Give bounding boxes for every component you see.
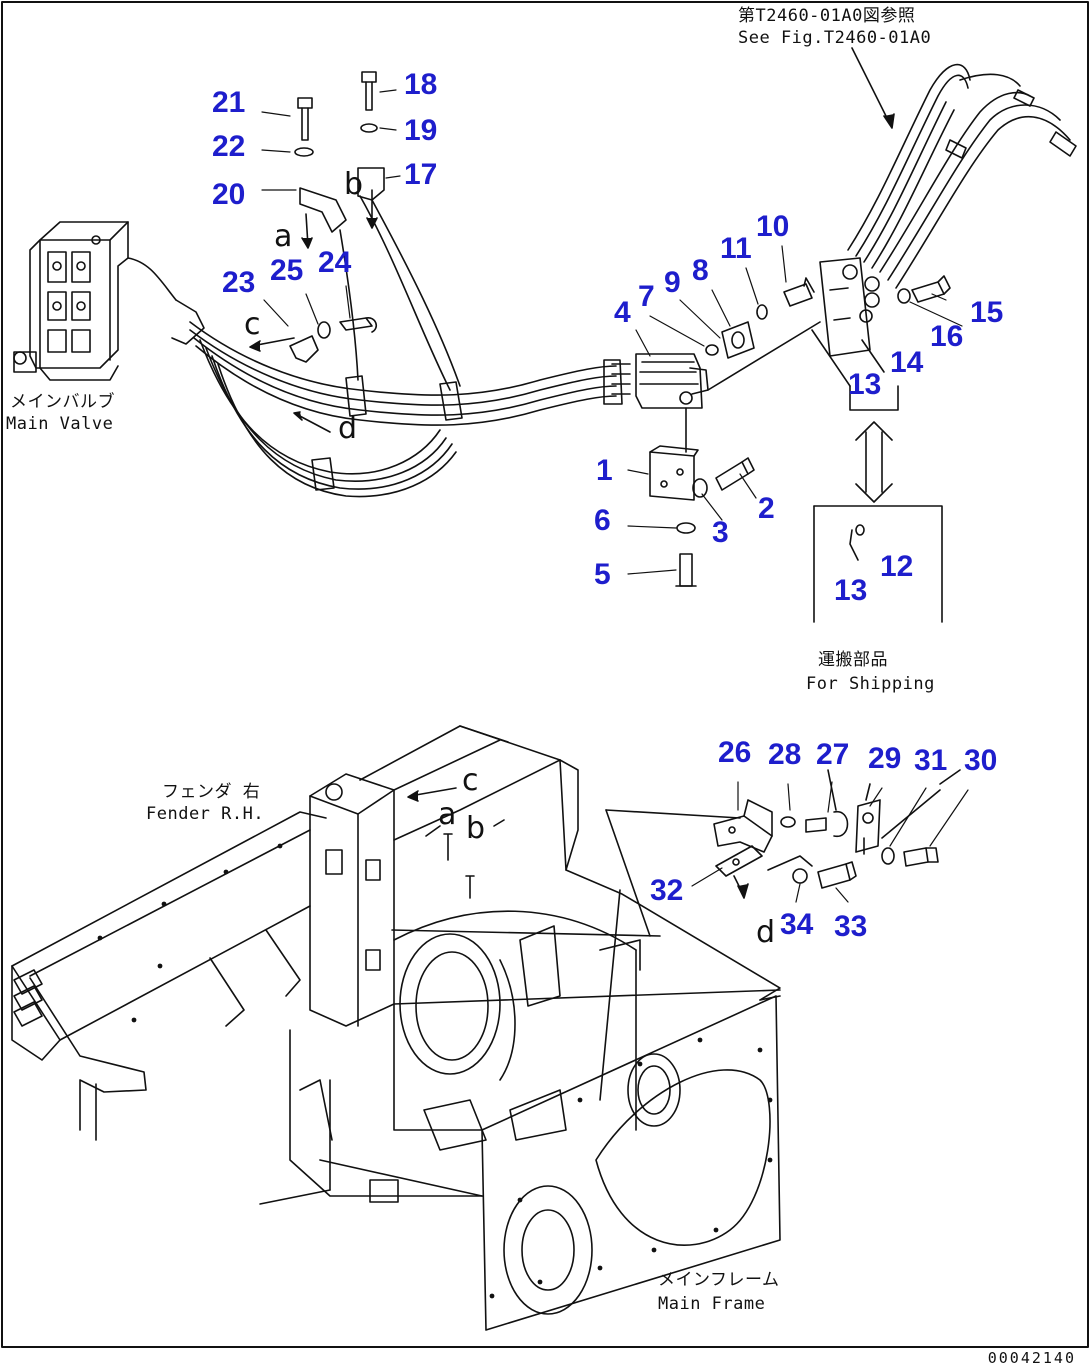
letter-d-detail: d	[756, 915, 776, 950]
callout-23: 23	[222, 266, 256, 299]
callout-3: 3	[712, 516, 729, 549]
callout-28: 28	[768, 738, 802, 771]
double-arrow	[855, 421, 893, 503]
callout-18: 18	[404, 68, 438, 101]
callout-27: 27	[816, 738, 850, 771]
callout-30: 30	[964, 744, 998, 777]
drawing-code: 00042140	[987, 1349, 1076, 1367]
main-frame-label-jp: メインフレーム	[658, 1270, 780, 1290]
callout-8: 8	[692, 254, 709, 287]
callout-33: 33	[834, 910, 868, 943]
left-hose-bundle	[189, 71, 631, 498]
letter-d-upper: d	[338, 411, 358, 446]
letter-c-upper: c	[244, 307, 261, 342]
callout-31: 31	[914, 744, 948, 777]
callout-11: 11	[720, 232, 752, 265]
callout-14: 14	[890, 346, 924, 379]
callout-21: 21	[212, 86, 246, 119]
callout-10: 10	[756, 210, 790, 243]
callout-29: 29	[868, 742, 902, 775]
callout-26: 26	[718, 736, 752, 769]
letter-b-frame: b	[466, 811, 486, 846]
callout-20: 20	[212, 178, 246, 211]
letter-a-frame: a	[438, 797, 457, 832]
callout-15: 15	[970, 296, 1004, 329]
callout-19: 19	[404, 114, 438, 147]
main-valve-drawing	[13, 221, 205, 381]
callout-13-upper: 13	[848, 368, 882, 401]
reference-note-en: See Fig.T2460-01A0	[738, 28, 932, 48]
callout-9: 9	[664, 266, 681, 299]
letter-c-frame: c	[462, 763, 479, 798]
callout-17: 17	[404, 158, 438, 191]
callout-7: 7	[638, 280, 655, 313]
leader-lines	[261, 89, 969, 903]
main-frame-label-en: Main Frame	[658, 1294, 766, 1314]
callout-34: 34	[780, 908, 814, 941]
callout-32: 32	[650, 874, 684, 907]
top-right-hoses	[635, 47, 1077, 587]
callout-4: 4	[614, 296, 631, 329]
callout-6: 6	[594, 504, 611, 537]
main-valve-label-en: Main Valve	[6, 414, 114, 434]
reference-note-jp: 第T2460-01A0図参照	[738, 6, 916, 26]
fender-label-en: Fender R.H.	[146, 804, 265, 824]
callout-2: 2	[758, 492, 775, 525]
callout-5: 5	[594, 558, 611, 591]
shipping-label-en: For Shipping	[806, 674, 935, 694]
callout-13-lower: 13	[834, 574, 868, 607]
shipping-box	[813, 505, 943, 623]
letter-a-upper: a	[274, 219, 293, 254]
shipping-label-jp: 運搬部品	[818, 650, 888, 670]
letter-b-upper: b	[344, 167, 364, 202]
callout-12: 12	[880, 550, 914, 583]
callout-22: 22	[212, 130, 246, 163]
callout-1: 1	[596, 454, 613, 487]
bracket-detail	[713, 769, 961, 899]
main-frame-drawing	[11, 725, 781, 1331]
main-valve-label-jp: メインバルブ	[10, 392, 115, 412]
fender-label-jp: フェンダ 右	[162, 782, 261, 802]
callout-25: 25	[270, 254, 304, 287]
callout-24: 24	[318, 246, 352, 279]
callout-16: 16	[930, 320, 964, 353]
